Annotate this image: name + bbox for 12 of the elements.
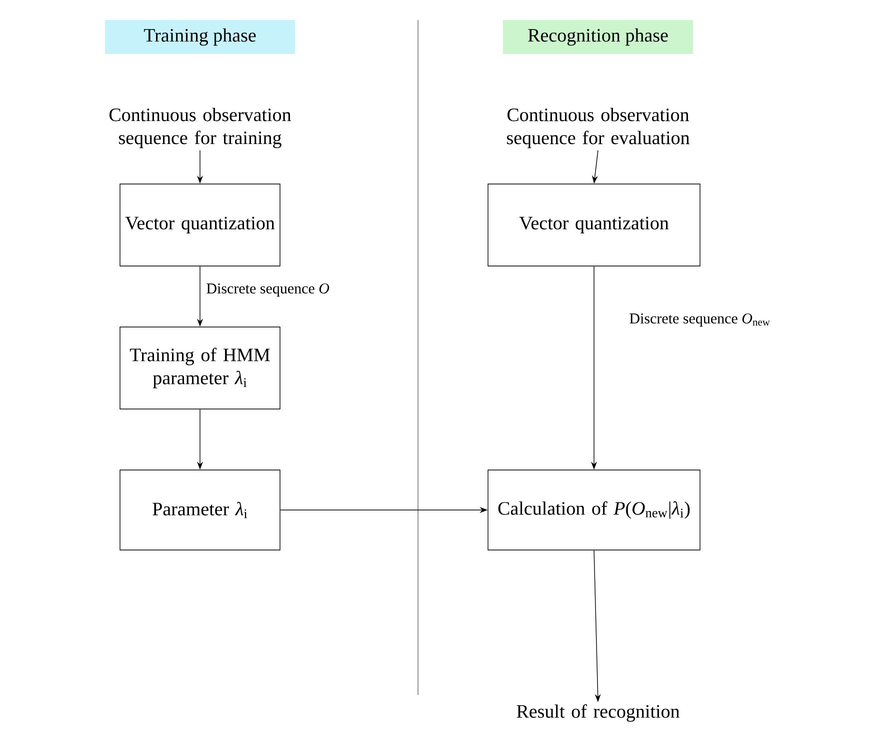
phase-heading: Recognition phase xyxy=(503,20,693,54)
flow-text: Continuous observation sequence for evaluation xyxy=(507,108,690,148)
process-box: Vector quantization xyxy=(120,184,280,266)
edge-label: Discrete sequence O xyxy=(205,282,330,298)
process-box: Calculation of P(O$_{new}$|λ$_{i}$) xyxy=(488,470,700,550)
process-box: Vector quantization xyxy=(488,184,700,266)
flow-text: Continuous observation sequence for training xyxy=(110,108,292,148)
process-box: Training of HMM parameter λ$_{i}$ xyxy=(120,326,280,410)
process-box: Parameter λ$_{i}$ xyxy=(120,470,280,550)
edge-label: Discrete sequence O$_{new}$ xyxy=(628,312,772,328)
phase-heading: Training phase xyxy=(105,20,295,54)
flow-text: Result of recognition xyxy=(516,704,680,722)
